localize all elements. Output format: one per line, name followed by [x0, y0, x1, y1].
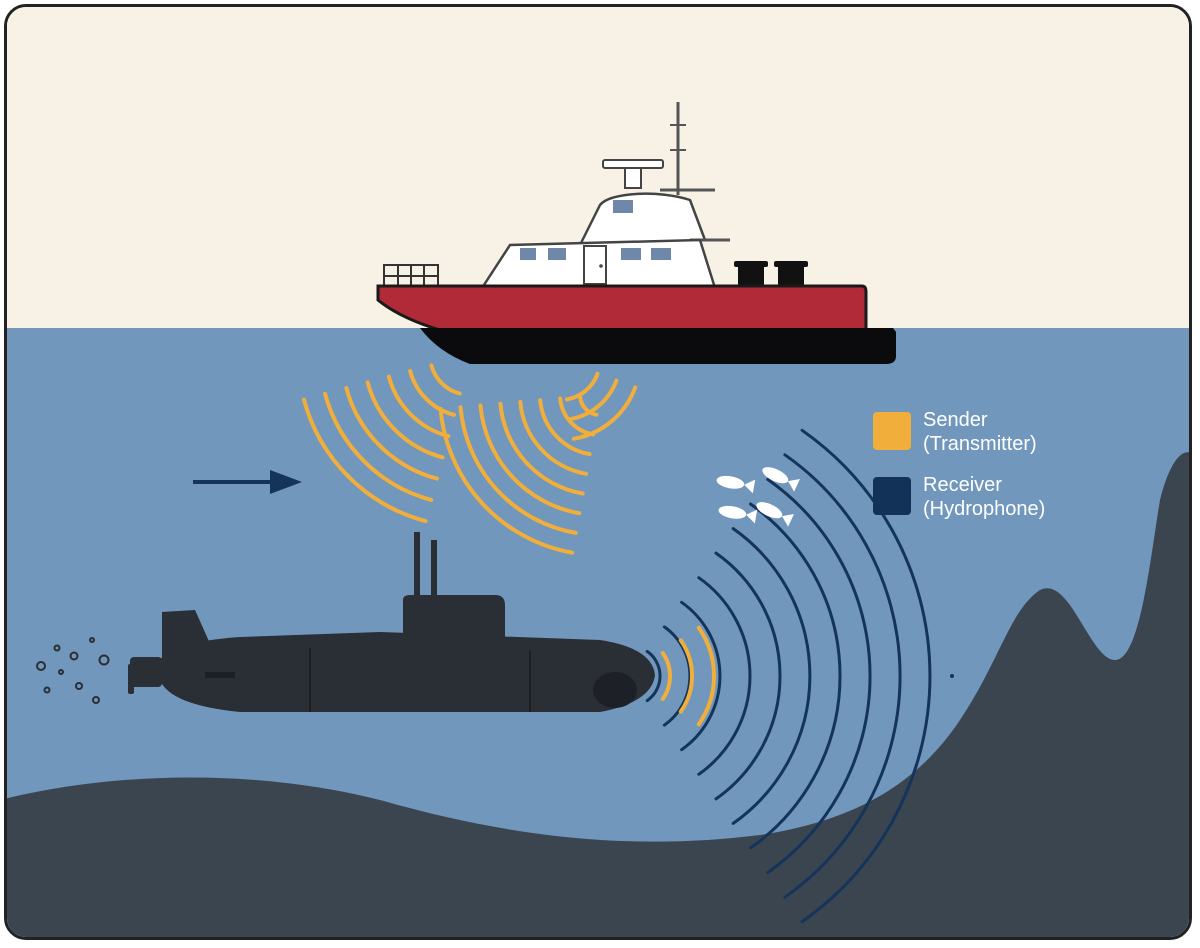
fish-icon	[756, 502, 795, 527]
sender-label-line1: Sender	[923, 409, 988, 431]
center-sender-waves	[438, 371, 638, 555]
sub-wave-arc	[680, 600, 722, 752]
sub-wave-arc	[749, 502, 842, 850]
ship-wave-arc	[429, 363, 462, 396]
center-wave-arc	[518, 400, 589, 476]
center-wave-arc	[568, 378, 619, 422]
sub-sender-wave-arc	[696, 625, 717, 727]
ship-sender-waves	[301, 363, 462, 524]
ship-wave-arc	[323, 391, 434, 502]
seabed	[7, 452, 1189, 937]
ship-wave-arc	[365, 380, 445, 460]
sonar-scene	[7, 7, 1189, 937]
fish-school	[716, 467, 801, 527]
fish-icon	[716, 475, 756, 494]
sub-wave-arc	[766, 477, 872, 875]
fish-icon	[762, 467, 801, 492]
center-wave-arc	[538, 398, 592, 457]
center-wave-arc	[571, 385, 638, 441]
legend-sender: Sender (Transmitter)	[873, 408, 1037, 456]
sub-wave-arc	[714, 551, 782, 801]
ship-wave-arc	[386, 374, 451, 439]
center-wave-arc	[438, 406, 575, 555]
receiver-swatch	[873, 477, 911, 515]
ship-wave-arc	[344, 386, 439, 481]
sub-sender-wave-arc	[660, 651, 673, 701]
diagram-frame: Sender (Transmitter) Receiver (Hydrophon…	[4, 4, 1192, 940]
sub-wave-arc	[662, 625, 692, 727]
sub-wave-arc	[800, 428, 932, 924]
center-wave-arc	[458, 405, 578, 535]
sender-swatch	[873, 412, 911, 450]
center-wave-arc	[478, 403, 582, 516]
receiver-label-line2: (Hydrophone)	[923, 498, 1046, 520]
arrow-right-icon	[193, 470, 302, 494]
receiver-label: Receiver (Hydrophone)	[923, 473, 1045, 521]
bubble-icon	[36, 637, 110, 704]
center-wave-arc	[578, 394, 599, 417]
sub-wave-arc	[645, 649, 662, 703]
ship-wave-arc	[408, 369, 456, 417]
sub-wave-arc	[783, 453, 902, 899]
fish-icon	[718, 505, 758, 524]
sub-wave-arc	[731, 527, 812, 825]
sub-sender-wave-arc	[678, 638, 695, 714]
receiver-label-line1: Receiver	[923, 474, 1002, 496]
sub-wave-arc	[697, 576, 752, 776]
submarine-receiver-waves	[645, 428, 932, 924]
ship-wave-arc	[301, 397, 428, 524]
legend-receiver: Receiver (Hydrophone)	[873, 473, 1045, 521]
ship-icon	[376, 102, 896, 364]
center-wave-arc	[564, 371, 600, 402]
sender-label: Sender (Transmitter)	[923, 408, 1037, 456]
sender-label-line2: (Transmitter)	[923, 433, 1037, 455]
center-wave-arc	[498, 401, 585, 496]
submarine-icon	[128, 532, 655, 712]
sonar-target-dot	[950, 674, 954, 678]
